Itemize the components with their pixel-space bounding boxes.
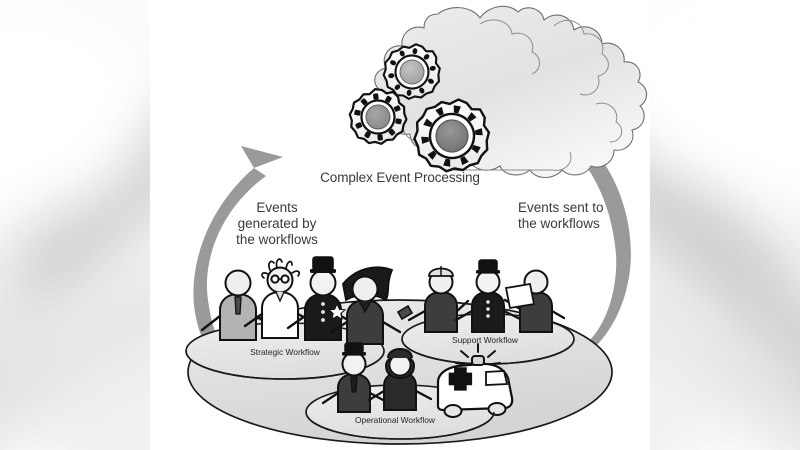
background-blur-left <box>0 0 150 450</box>
vehicle-ambulance <box>436 343 514 418</box>
figure-panel: Complex Event Processing Events generate… <box>150 0 650 450</box>
background-blur-right <box>650 0 800 450</box>
cep-architecture-diagram <box>185 5 648 445</box>
gear-middle <box>348 88 408 145</box>
actor-clerk-clipboard <box>503 269 566 333</box>
siren-light <box>471 355 485 366</box>
clipboard-icon <box>504 282 536 310</box>
actor-businessman <box>200 269 276 341</box>
background-blur-left-art <box>0 0 150 450</box>
events-generated-label: Events generated by the workflows <box>236 200 318 247</box>
actor-policeman <box>321 342 387 413</box>
support-workflow-label: Support Workflow <box>452 335 518 345</box>
medical-cross-icon <box>448 367 473 391</box>
siren-rays <box>455 343 501 365</box>
background-blur-right-art <box>650 0 800 450</box>
strategic-workflow-label: Strategic Workflow <box>250 347 320 357</box>
tool-icon <box>396 304 414 321</box>
scientist-hair <box>261 258 301 279</box>
events-sent-label: Events sent to the workflows <box>518 200 604 231</box>
actor-officer-cap <box>454 259 522 333</box>
gear-large <box>413 98 491 173</box>
gear-top <box>382 43 441 100</box>
workflow-operational[interactable] <box>305 342 514 440</box>
sheriff-star-badge <box>327 302 347 321</box>
actor-firefighter <box>367 348 433 411</box>
cep-title-label: Complex Event Processing <box>320 170 480 185</box>
actor-engineer-helmet <box>396 266 470 333</box>
operational-workflow-label: Operational Workflow <box>355 415 435 425</box>
actor-flag-bearer <box>328 266 402 345</box>
workflow-support[interactable] <box>396 259 575 365</box>
workflow-strategic[interactable] <box>185 256 402 380</box>
actor-police-officer <box>286 256 360 341</box>
